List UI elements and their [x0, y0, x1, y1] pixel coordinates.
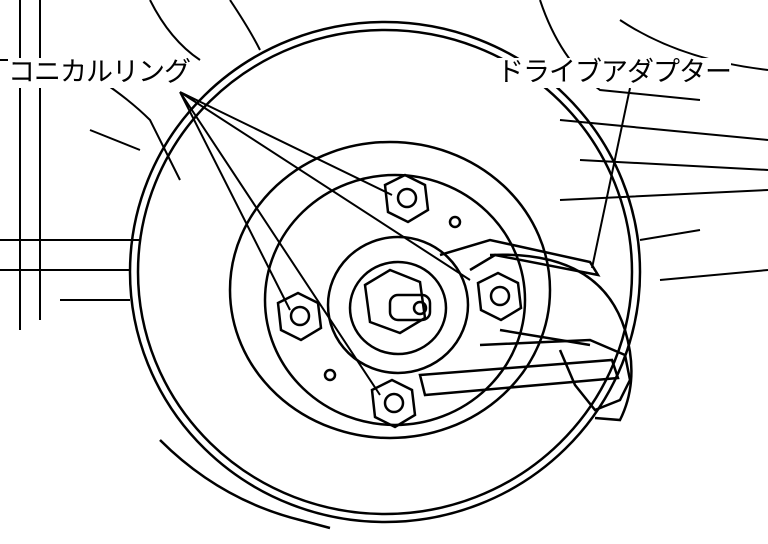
- lug-nut-right: [476, 271, 523, 322]
- label-conical-ring: コニカルリング: [8, 57, 191, 88]
- lug-nut-top: [383, 173, 430, 224]
- label-drive-adapter: ドライブアダプター: [497, 57, 732, 88]
- lug-nuts: [276, 173, 523, 429]
- drive-adapter: [418, 238, 633, 422]
- lug-nut-bottom: [370, 378, 417, 429]
- leader-lines: [179, 87, 631, 396]
- brake-disc: [128, 20, 642, 530]
- lug-nut-left: [276, 291, 323, 342]
- suspension-background: [0, 0, 768, 330]
- center-nut: [363, 268, 432, 335]
